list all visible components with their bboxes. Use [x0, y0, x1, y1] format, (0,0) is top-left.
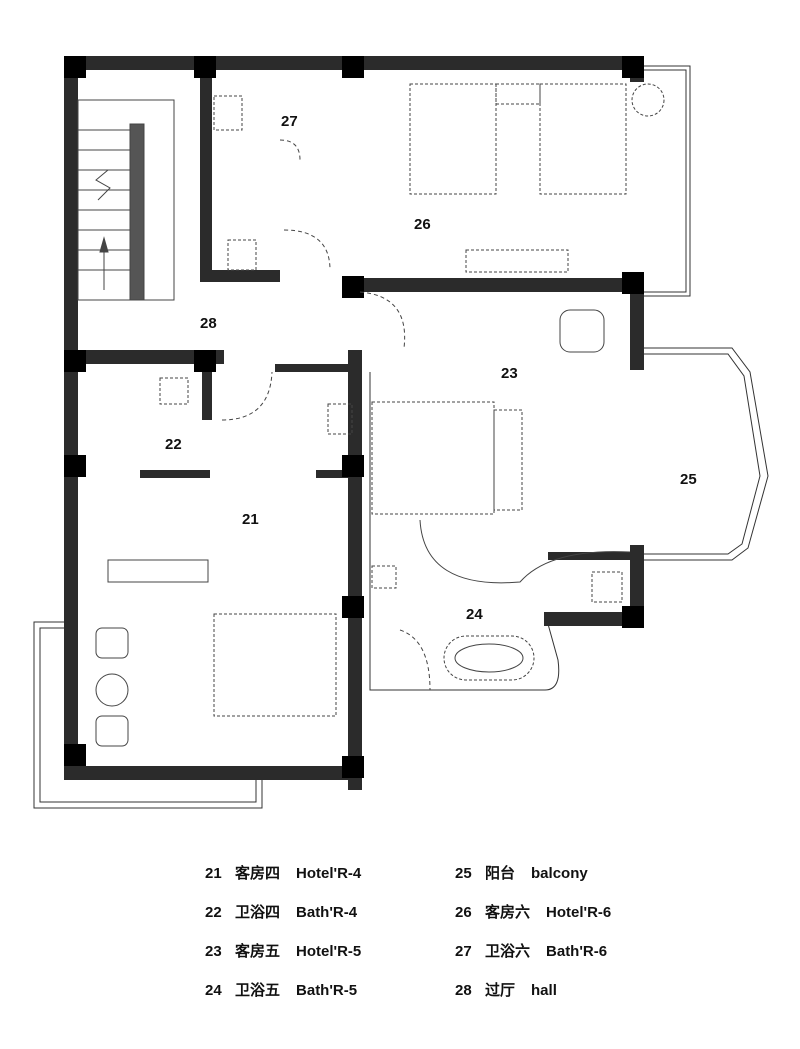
legend-num: 27 [455, 943, 472, 960]
legend-en: balcony [531, 865, 588, 882]
legend-zh: 阳台 [485, 865, 516, 882]
room-label-26: 26 [414, 216, 431, 233]
legend-item-22: 22 卫浴四 Bath'R-4 [205, 901, 455, 922]
room-label-21: 21 [242, 511, 259, 528]
door-swings [221, 139, 431, 691]
floor-plan: 21 22 23 24 25 26 27 28 [33, 56, 769, 809]
legend: 21 客房四 Hotel'R-4 25 阳台 balcony 22 卫浴四 Bath'R-4… [205, 862, 685, 1000]
room-label-22: 22 [165, 436, 182, 453]
legend-num: 21 [205, 865, 222, 882]
columns [64, 56, 644, 778]
room-label-25: 25 [680, 471, 697, 488]
legend-item-28: 28 过厅 hall [455, 979, 685, 1000]
legend-en: Hotel'R-6 [546, 904, 612, 921]
bath-partition [419, 519, 631, 584]
legend-item-25: 25 阳台 balcony [455, 862, 685, 883]
legend-en: Bath'R-6 [546, 943, 608, 960]
legend-num: 26 [455, 904, 472, 921]
legend-num: 28 [455, 982, 472, 999]
legend-en: Hotel'R-5 [296, 943, 362, 960]
room-label-23: 23 [501, 365, 518, 382]
room-labels: 21 22 23 24 25 26 27 28 [165, 113, 697, 623]
legend-en: Bath'R-5 [296, 982, 358, 999]
legend-zh: 卫浴五 [235, 982, 281, 999]
legend-en: Hotel'R-4 [296, 865, 362, 882]
legend-zh: 卫浴四 [235, 904, 281, 921]
legend-zh: 过厅 [485, 982, 516, 999]
legend-item-24: 24 卫浴五 Bath'R-5 [205, 979, 455, 1000]
legend-zh: 卫浴六 [485, 943, 531, 960]
legend-zh: 客房五 [235, 943, 281, 960]
legend-en: Bath'R-4 [296, 904, 358, 921]
legend-item-26: 26 客房六 Hotel'R-6 [455, 901, 685, 922]
legend-item-23: 23 客房五 Hotel'R-5 [205, 940, 455, 961]
walls [64, 56, 644, 790]
legend-num: 23 [205, 943, 222, 960]
legend-zh: 客房四 [235, 865, 281, 882]
legend-en: hall [531, 982, 557, 999]
room-label-24: 24 [466, 606, 483, 623]
room-label-28: 28 [200, 315, 217, 332]
legend-num: 25 [455, 865, 472, 882]
balcony-outlines [33, 65, 769, 809]
furniture [95, 83, 665, 747]
legend-num: 24 [205, 982, 222, 999]
legend-num: 22 [205, 904, 222, 921]
legend-zh: 客房六 [485, 904, 531, 921]
legend-item-21: 21 客房四 Hotel'R-4 [205, 862, 455, 883]
staircase [77, 99, 175, 301]
legend-item-27: 27 卫浴六 Bath'R-6 [455, 940, 685, 961]
room-label-27: 27 [281, 113, 298, 130]
